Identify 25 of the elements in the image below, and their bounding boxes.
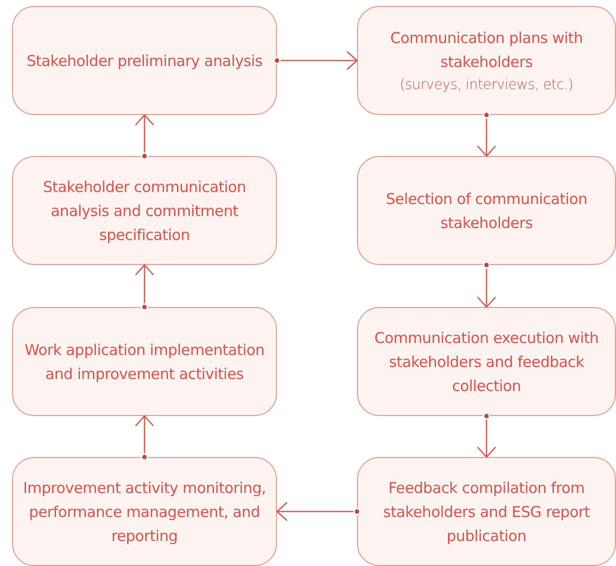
process-box [12,457,277,566]
process-box [12,307,277,416]
arrow [476,412,496,458]
arrow [134,264,154,311]
step-title: Selection of communication stakeholders [384,188,588,234]
process-box [357,457,616,566]
step-title: Stakeholder communication analysis and commitment specification [42,176,247,246]
process-box [357,156,616,265]
step-title: Improvement activity monitoring, performance management, and reporting [23,478,266,546]
arrow [273,50,358,70]
process-box [357,6,616,115]
step-title: Work application implementation and improvement activities [24,340,266,384]
process-box [12,6,277,115]
step-note: (surveys, interviews, etc.) [400,76,574,94]
step-title: Stakeholder preliminary analysis [26,50,262,72]
arrow [134,415,154,461]
arrow [476,111,496,157]
arrow [134,114,154,160]
step-title: Feedback compilation from stakeholders and ESG report publication [382,478,591,546]
process-box [357,307,616,416]
arrow [276,502,361,522]
process-box [12,156,277,265]
step-title: Communication plans with stakeholders [389,28,584,72]
arrow [476,261,496,308]
step-title: Communication execution with stakeholders and feedback collection [373,328,600,396]
